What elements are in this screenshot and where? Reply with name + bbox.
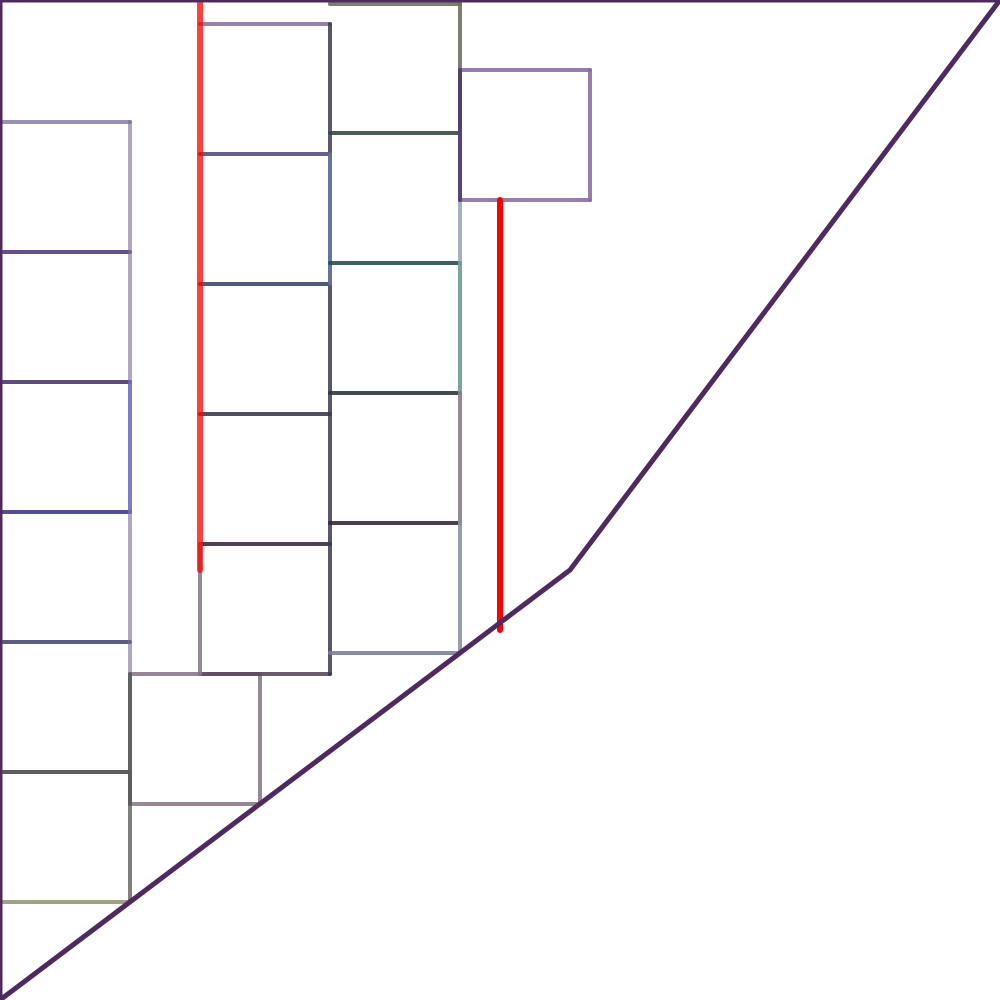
highlight-lines: [197, 0, 503, 633]
grid-segments: [0, 2, 592, 904]
